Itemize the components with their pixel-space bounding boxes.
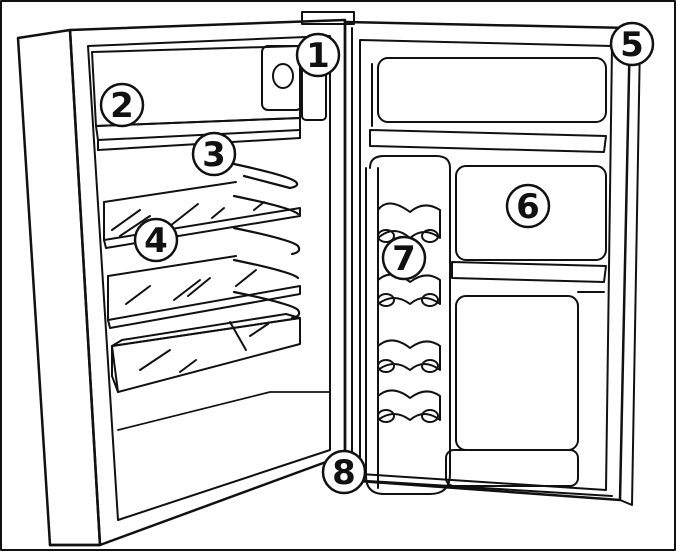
door-bottom [351,479,613,497]
glass-shelf-lower [107,255,301,329]
callout-4: 4 [133,217,179,263]
callout-6: 6 [505,183,551,229]
fridge-door [301,11,641,506]
can-dispenser [365,155,451,495]
callout-1: 1 [295,32,341,78]
callout-5-label: 5 [620,25,644,65]
callout-6-label: 6 [516,187,540,227]
fridge-cabinet [16,18,347,547]
callout-8: 8 [321,449,367,495]
door-lower-bin [445,291,605,487]
callout-7-label: 7 [392,239,416,279]
callout-3-label: 3 [202,135,226,175]
callout-7: 7 [381,235,427,281]
callout-3: 3 [191,131,237,177]
callout-4-label: 4 [144,221,168,261]
callout-1-label: 1 [306,36,330,76]
callout-2-label: 2 [110,86,134,126]
callout-5: 5 [609,21,655,67]
crisper-drawer [111,313,301,393]
door-upper-compartment [369,57,607,153]
door-shelf [451,165,607,283]
callout-2: 2 [99,82,145,128]
callout-8-label: 8 [332,453,356,493]
glass-shelf-upper [103,181,301,249]
